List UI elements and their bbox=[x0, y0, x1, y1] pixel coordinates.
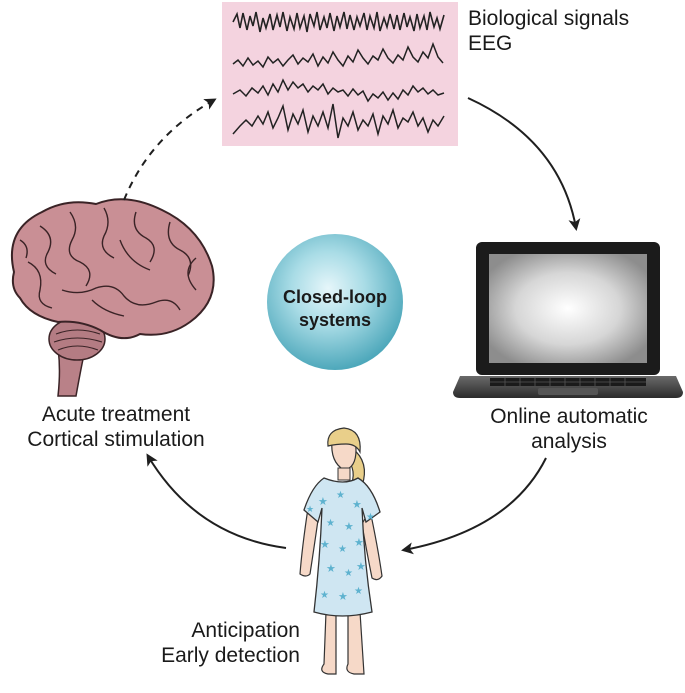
gown-stars: ★★ ★★ ★★ ★★ ★★ ★★ ★★ ★★ bbox=[306, 490, 375, 603]
eeg-trace-2 bbox=[232, 41, 444, 69]
svg-text:★: ★ bbox=[356, 561, 366, 573]
svg-text:★: ★ bbox=[354, 537, 364, 549]
svg-text:★: ★ bbox=[320, 539, 330, 551]
child-label-line1: Anticipation bbox=[191, 619, 300, 642]
svg-text:★: ★ bbox=[366, 512, 375, 523]
arrow-child-to-brain bbox=[146, 453, 287, 549]
svg-text:★: ★ bbox=[352, 499, 362, 511]
child-neck bbox=[337, 467, 351, 481]
eeg-trace-1 bbox=[232, 11, 445, 33]
center-title-line1: Closed-loop bbox=[283, 287, 387, 307]
svg-text:★: ★ bbox=[344, 521, 354, 533]
brain-label-line2: Cortical stimulation bbox=[27, 428, 205, 451]
laptop-trackpad bbox=[538, 388, 598, 395]
svg-text:★: ★ bbox=[338, 544, 347, 555]
eeg-label-line1: Biological signals bbox=[468, 7, 630, 30]
child-gown bbox=[303, 477, 381, 617]
svg-text:★: ★ bbox=[306, 504, 314, 514]
brain-label-line1: Acute treatment bbox=[41, 403, 191, 426]
svg-text:★: ★ bbox=[338, 591, 348, 603]
child-illustration: ★★ ★★ ★★ ★★ ★★ ★★ ★★ ★★ bbox=[299, 427, 383, 675]
child-left-arm bbox=[299, 506, 319, 577]
cerebrum bbox=[10, 198, 215, 340]
center-title: Closed-loop systems bbox=[272, 286, 398, 332]
cycle-arrows bbox=[123, 97, 581, 555]
eeg-label-line2: EEG bbox=[468, 32, 513, 55]
center-title-line2: systems bbox=[298, 310, 372, 330]
svg-text:★: ★ bbox=[326, 518, 335, 529]
eeg-panel bbox=[222, 2, 458, 146]
svg-text:★: ★ bbox=[320, 590, 329, 601]
laptop-illustration bbox=[453, 242, 683, 398]
child-right-arm bbox=[361, 508, 383, 581]
child-label: Anticipation Early detection bbox=[140, 618, 300, 668]
child-left-leg bbox=[321, 611, 337, 675]
svg-text:★: ★ bbox=[336, 490, 345, 501]
child-hair bbox=[327, 427, 361, 455]
svg-text:★: ★ bbox=[326, 563, 336, 575]
brain-illustration bbox=[10, 198, 215, 397]
svg-text:★: ★ bbox=[318, 496, 328, 508]
eeg-background bbox=[222, 2, 458, 146]
cerebellum-lines bbox=[53, 329, 103, 351]
arrow-laptop-to-child bbox=[401, 457, 547, 555]
brain-label: Acute treatment Cortical stimulation bbox=[4, 402, 228, 452]
eeg-label: Biological signals EEG bbox=[468, 6, 629, 56]
child-label-line2: Early detection bbox=[161, 644, 300, 667]
eeg-trace-3 bbox=[232, 78, 445, 103]
laptop-label: Online automatic analysis bbox=[484, 404, 654, 454]
laptop-label-line1: Online automatic bbox=[490, 405, 648, 428]
arrow-eeg-to-laptop bbox=[467, 97, 581, 231]
child-right-leg bbox=[346, 611, 365, 675]
closed-loop-circle bbox=[267, 234, 403, 370]
brain-folds bbox=[19, 207, 197, 317]
arrow-brain-to-eeg bbox=[123, 98, 217, 201]
laptop-label-line2: analysis bbox=[531, 430, 607, 453]
eeg-trace-4 bbox=[232, 103, 445, 139]
svg-text:★: ★ bbox=[354, 586, 363, 597]
laptop-keys bbox=[490, 378, 646, 386]
svg-text:★: ★ bbox=[344, 568, 353, 579]
laptop-screen bbox=[489, 254, 647, 363]
